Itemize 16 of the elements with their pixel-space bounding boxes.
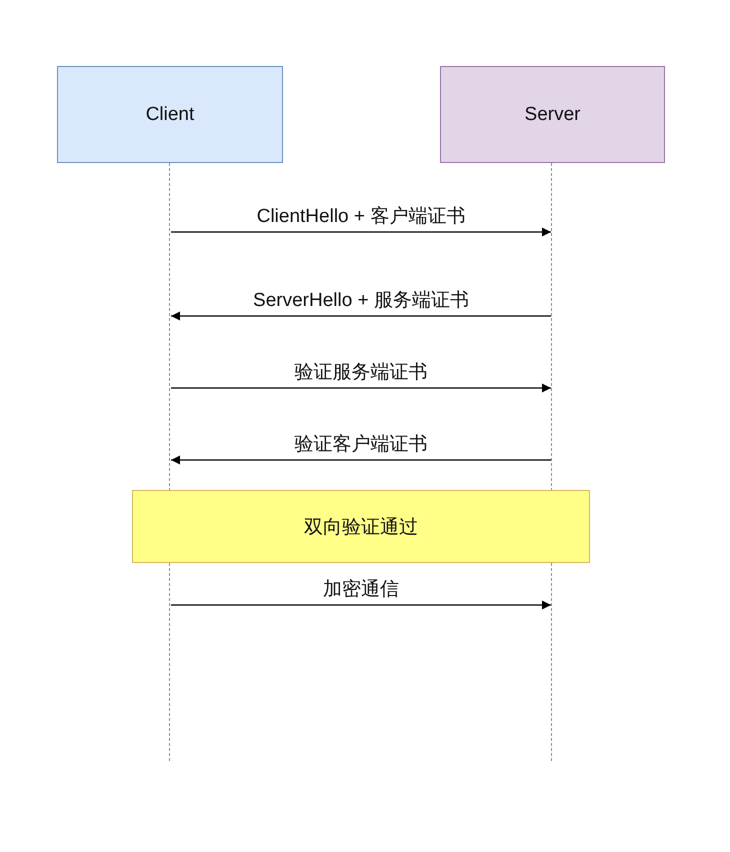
participant-box [440,66,665,163]
message-arrow [171,312,551,320]
edge-label: 加密通信 [323,578,399,602]
node-label: Client [146,104,194,126]
edge-label: ServerHello + 服务端证书 [253,289,469,313]
message-arrow [171,600,551,610]
message-arrow [171,384,551,392]
node-label: 双向验证通过 [304,516,418,540]
edge-label: ClientHello + 客户端证书 [256,205,466,229]
participant-box [57,66,283,163]
message-arrow [171,228,551,236]
edge-label: 验证服务端证书 [294,361,428,385]
message-arrow [171,456,551,464]
node-label: Server [524,104,580,126]
edge-label: 验证客户端证书 [294,433,428,457]
note-box [132,490,590,563]
